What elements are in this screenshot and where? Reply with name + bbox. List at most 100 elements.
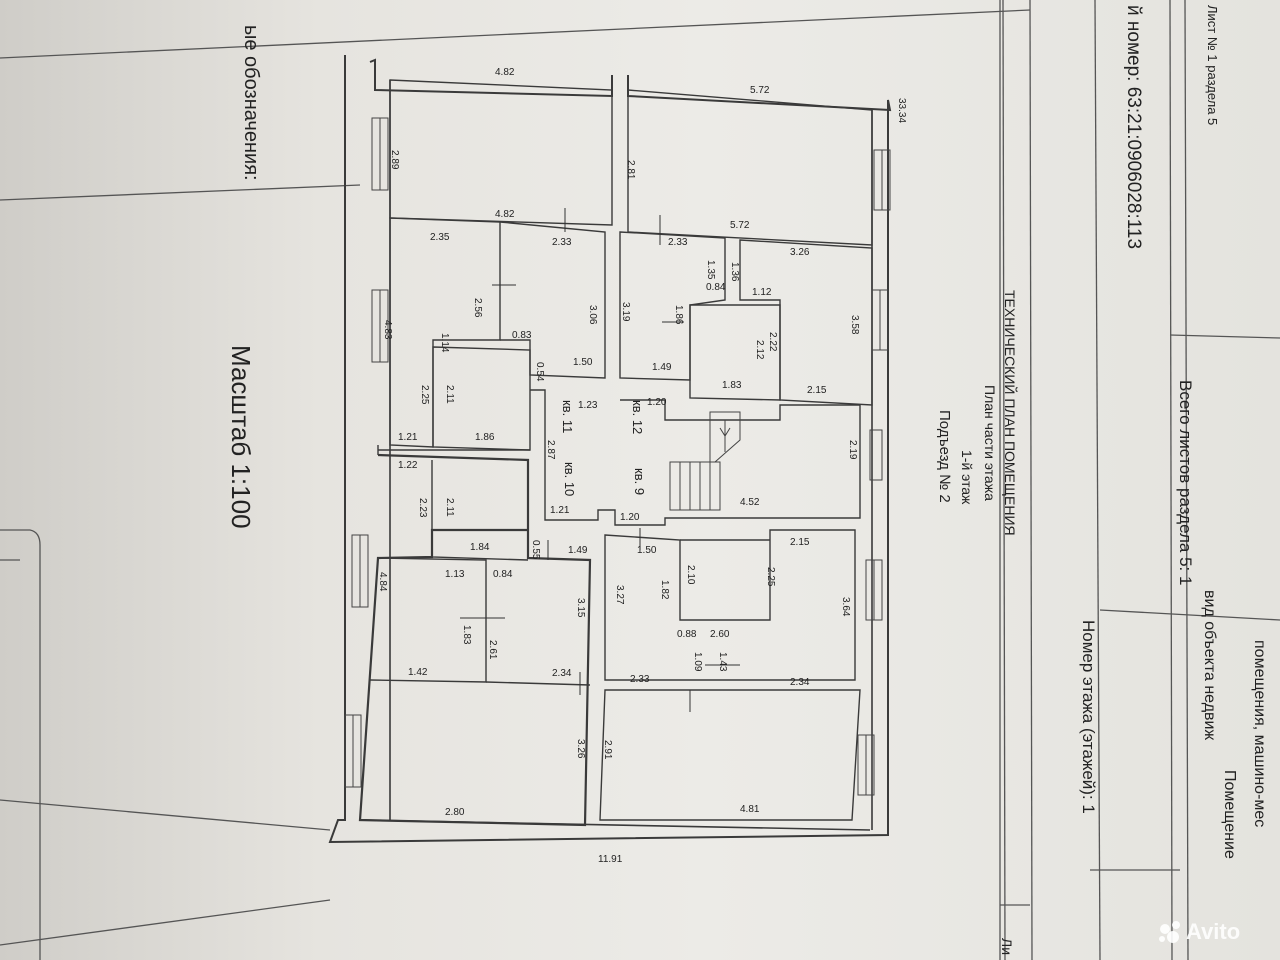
windows: [344, 117, 891, 796]
apartment-labels: кв. 11 кв. 12 кв. 10 кв. 9: [560, 400, 647, 496]
dimension-label: 2.34: [552, 668, 572, 679]
plan-subtitle: План части этажа: [982, 385, 998, 501]
dimension-label: 2.56: [472, 298, 483, 318]
dimension-label: 4.81: [740, 804, 760, 815]
dimension-label: 1.50: [573, 357, 593, 368]
dimension-label: 2.33: [668, 237, 688, 248]
dimension-label: 2.25: [765, 567, 776, 587]
dimension-label: 1.13: [445, 569, 465, 580]
dimension-label: 2.22: [767, 332, 778, 352]
dimension-label: 0.84: [493, 569, 513, 580]
dimension-label: 2.25: [419, 385, 430, 405]
dimension-label: 4.82: [495, 67, 515, 78]
dimension-label: 1.36: [729, 262, 740, 282]
dimension-label: 3.58: [849, 315, 860, 335]
dimension-label: 1.49: [652, 362, 672, 373]
dimension-label: 2.61: [487, 640, 498, 660]
dimension-label: 1.86: [673, 305, 684, 325]
total-sheets: Всего листов раздела 5: 1: [1176, 380, 1195, 585]
dimension-label: 0.54: [534, 362, 545, 382]
dimension-label: 1.23: [578, 400, 598, 411]
dimension-label: 1.83: [461, 625, 472, 645]
object-type: вид объекта недвиж: [1201, 590, 1218, 740]
dimension-label: 4.84: [377, 572, 388, 592]
dimension-label: 2.23: [417, 498, 428, 518]
dimension-label: 0.84: [706, 282, 726, 293]
scale-label: Масштаб 1:100: [226, 345, 256, 529]
dimension-label: 3.26: [575, 739, 586, 759]
dimension-label: 2.15: [807, 385, 827, 396]
plan-title: ТЕХНИЧЕСКИЙ ПЛАН ПОМЕЩЕНИЯ: [1002, 290, 1019, 536]
dimension-label: 4.83: [382, 320, 393, 340]
dimension-label: 1.21: [398, 432, 418, 443]
dimension-label: 2.91: [602, 740, 613, 760]
dimension-label: 5.72: [750, 85, 770, 96]
total-width-dim: 11.91: [598, 854, 623, 865]
dimension-label: 2.33: [630, 674, 650, 685]
dimension-label: 1.14: [439, 333, 450, 353]
dimension-label: 3.06: [587, 305, 598, 325]
dimension-label: 2.11: [444, 385, 455, 404]
watermark-text: Avito: [1186, 919, 1240, 944]
building-walls: [328, 55, 892, 844]
header-block: Лист № 1 раздела 5 й номер: 63:21:090602…: [999, 5, 1268, 955]
dimension-label: 1.50: [637, 545, 657, 556]
dimension-label: 3.64: [840, 597, 851, 617]
dimension-label: 1.09: [692, 652, 703, 672]
dimension-label: 2.15: [790, 537, 810, 548]
floor-label: 1-й этаж: [959, 450, 975, 505]
apartment-label-11: кв. 11: [560, 400, 575, 433]
dimension-label: 2.80: [445, 807, 465, 818]
dimension-label: 4.82: [495, 209, 515, 220]
dimension-label: 1.20: [647, 397, 667, 408]
dimension-label: 4.52: [740, 497, 760, 508]
dimension-label: 0.83: [512, 330, 532, 341]
dimension-label: 1.12: [752, 287, 772, 298]
dimension-label: 2.19: [847, 440, 858, 460]
cadastral-number: й номер: 63:21:0906028:113: [1123, 5, 1144, 249]
dimension-label: 2.60: [710, 629, 730, 640]
dimension-label: 3.15: [575, 598, 586, 618]
dimension-label: 1.84: [470, 542, 490, 553]
dimension-label: 1.20: [620, 512, 640, 523]
dimension-labels: 4.82 5.72 2.89 2.81 4.82 5.72 2.35 2.33 2.33 3.26…: [377, 67, 860, 818]
dimension-label: 0.88: [677, 629, 697, 640]
apartment-label-12: кв. 12: [630, 400, 645, 434]
corner-label: Ли: [999, 938, 1015, 955]
dimension-label: 3.26: [790, 247, 810, 258]
apartment-label-9: кв. 9: [632, 468, 647, 495]
dimension-label: 2.81: [625, 160, 636, 180]
dimension-label: 1.86: [475, 432, 495, 443]
sheet-label: Лист № 1 раздела 5: [1205, 5, 1220, 125]
dimension-label: 2.34: [790, 677, 810, 688]
dimension-label: 2.12: [754, 340, 765, 360]
dimension-label: 1.49: [568, 545, 588, 556]
dimension-label: 1.82: [659, 580, 670, 600]
dimension-label: 2.89: [389, 150, 400, 170]
dimension-label: 1.43: [717, 652, 728, 672]
dimension-label: 2.35: [430, 232, 450, 243]
premise-type: помещения, машино-мес: [1251, 640, 1268, 827]
plan-title-block: ТЕХНИЧЕСКИЙ ПЛАН ПОМЕЩЕНИЯ План части эт…: [936, 290, 1019, 536]
dimension-label: 1.42: [408, 667, 428, 678]
dimension-label: 1.21: [550, 505, 570, 516]
door-marks: [460, 208, 740, 712]
premise-label: Помещение: [1221, 770, 1238, 859]
dimension-label: 1.35: [705, 260, 716, 280]
dimension-label: 3.27: [614, 585, 625, 605]
dimension-label: 2.33: [552, 237, 572, 248]
apartment-label-10: кв. 10: [562, 462, 577, 496]
dimension-label: 2.87: [545, 440, 556, 460]
corner-dim: 33.34: [896, 98, 907, 123]
legend-label: ые обозначения:: [240, 25, 262, 181]
dimension-label: 2.10: [685, 565, 696, 585]
avito-watermark: Avito: [1156, 917, 1266, 952]
dimension-label: 3.19: [620, 302, 631, 322]
entrance-label: Подъезд № 2: [936, 410, 953, 503]
staircase: [669, 411, 741, 511]
floor-number: Номер этажа (этажей): 1: [1079, 620, 1098, 814]
dimension-label: 5.72: [730, 220, 750, 231]
